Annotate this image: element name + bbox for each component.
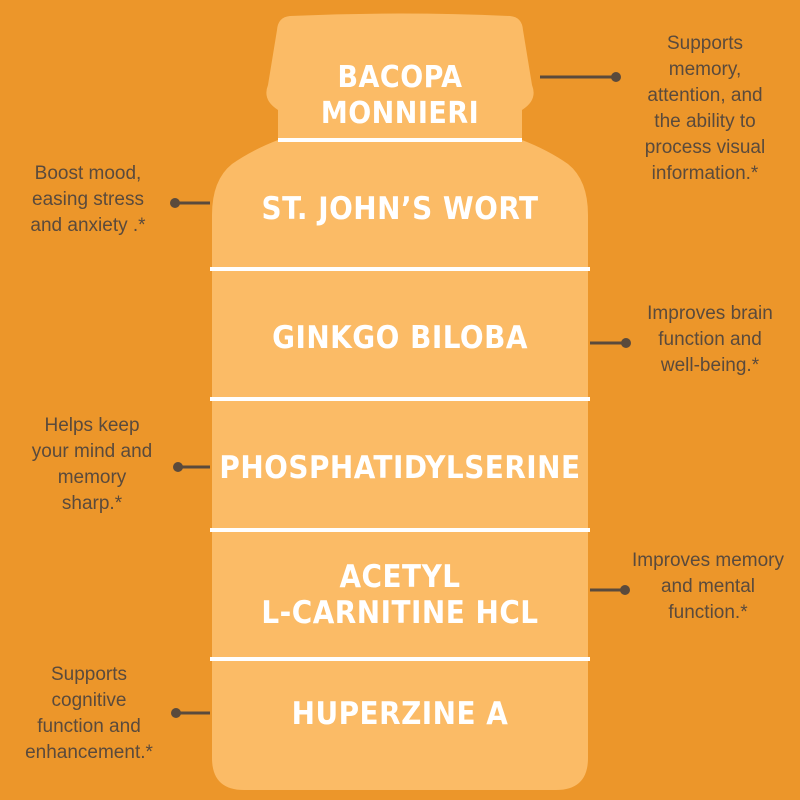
benefit-note-line: function and: [658, 329, 762, 350]
benefit-note-phosphatidylserine: Helps keep your mind and memory sharp.*: [4, 413, 180, 517]
benefit-note-acetyl: Improves memory and mental function.*: [616, 548, 800, 626]
ingredient-label-line: L-CARNITINE HCL: [261, 595, 539, 631]
benefit-note-line: easing stress: [32, 189, 144, 210]
benefit-note-line: and mental: [660, 576, 755, 597]
connector-dot-stjohns: [170, 198, 180, 208]
connectors: [170, 72, 631, 718]
connector-dot-ginkgo: [621, 338, 631, 348]
connector-dot-bacopa: [611, 72, 621, 82]
benefit-note-line: memory: [57, 467, 127, 488]
benefit-note-line: information.*: [651, 163, 759, 184]
ingredient-label-stjohns: ST. JOHN’S WORT: [210, 191, 590, 227]
benefit-note-stjohns: Boost mood, easing stress and anxiety .*: [6, 161, 170, 239]
benefit-note-line: your mind and: [31, 441, 153, 462]
band-dividers: [210, 138, 590, 661]
ingredient-label-phosphatidylserine: PHOSPHATIDYLSERINE: [210, 450, 590, 486]
ingredient-label-bacopa: BACOPA MONNIERI: [262, 60, 538, 132]
benefit-note-line: the ability to: [654, 111, 756, 132]
benefit-note-line: Supports: [666, 33, 744, 54]
benefit-note-line: attention, and: [647, 85, 763, 106]
connector-dot-acetyl: [620, 585, 630, 595]
ingredient-label-huperzine: HUPERZINE A: [210, 696, 590, 732]
benefit-note-line: cognitive: [51, 690, 127, 711]
benefit-note-line: and anxiety .*: [30, 215, 146, 236]
benefit-note-huperzine: Supports cognitive function and enhancem…: [4, 662, 174, 766]
ingredient-label-line: HUPERZINE A: [291, 696, 509, 732]
benefit-note-ginkgo: Improves brain function and well-being.*: [620, 301, 800, 379]
benefit-note-line: function.*: [668, 602, 748, 623]
benefit-note-line: Improves brain: [647, 303, 773, 324]
connector-dot-phosphatidylserine: [173, 462, 183, 472]
ingredient-label-line: ST. JOHN’S WORT: [261, 191, 539, 227]
benefit-note-line: function and: [37, 716, 141, 737]
connector-dot-huperzine: [171, 708, 181, 718]
benefit-note-line: Improves memory: [631, 550, 785, 571]
benefit-note-line: memory,: [668, 59, 742, 80]
benefit-note-line: well-being.*: [660, 355, 760, 376]
bottle-body: [212, 13, 588, 790]
ingredient-label-line: ACETYL: [339, 559, 461, 595]
benefit-note-line: Helps keep: [44, 415, 140, 436]
ingredient-label-line: BACOPA MONNIERI: [320, 60, 480, 131]
ingredient-label-line: GINKGO BILOBA: [272, 320, 528, 356]
benefit-note-line: sharp.*: [61, 493, 123, 514]
benefit-note-bacopa: Supports memory, attention, and the abil…: [610, 31, 800, 187]
ingredient-label-ginkgo: GINKGO BILOBA: [210, 320, 590, 356]
ingredient-label-line: PHOSPHATIDYLSERINE: [219, 450, 581, 486]
ingredient-label-acetyl: ACETYL L-CARNITINE HCL: [210, 559, 590, 631]
benefit-note-line: Boost mood,: [34, 163, 142, 184]
benefit-note-line: Supports: [50, 664, 128, 685]
benefit-note-line: enhancement.*: [25, 742, 153, 763]
benefit-note-line: process visual: [644, 137, 766, 158]
